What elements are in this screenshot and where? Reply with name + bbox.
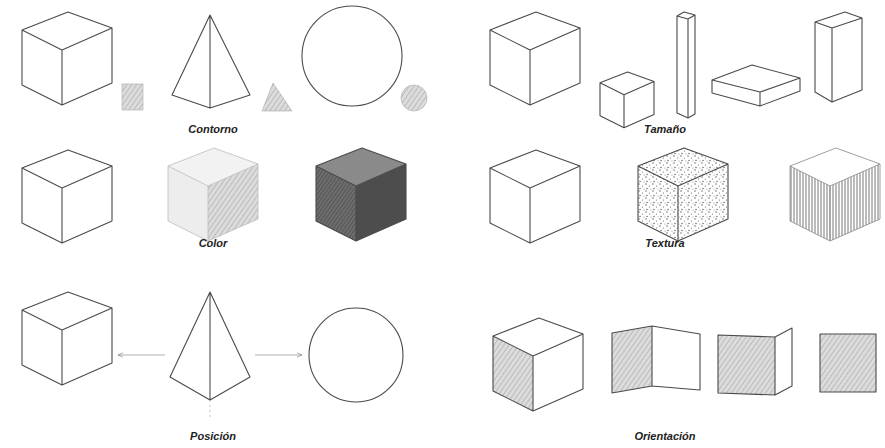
panel-caption: Orientación xyxy=(634,430,695,442)
panel-caption: Contorno xyxy=(188,123,237,135)
position-shapes xyxy=(22,292,403,420)
contour-shapes xyxy=(22,6,427,111)
texture-shapes xyxy=(490,148,880,243)
orientation-shapes xyxy=(493,318,876,411)
size-shapes xyxy=(490,12,862,128)
panel-caption: Color xyxy=(199,237,228,249)
panel-caption: Textura xyxy=(645,237,684,249)
panel-caption: Posición xyxy=(190,430,236,442)
color-shapes xyxy=(22,148,406,243)
panel-caption: Tamaño xyxy=(644,123,686,135)
